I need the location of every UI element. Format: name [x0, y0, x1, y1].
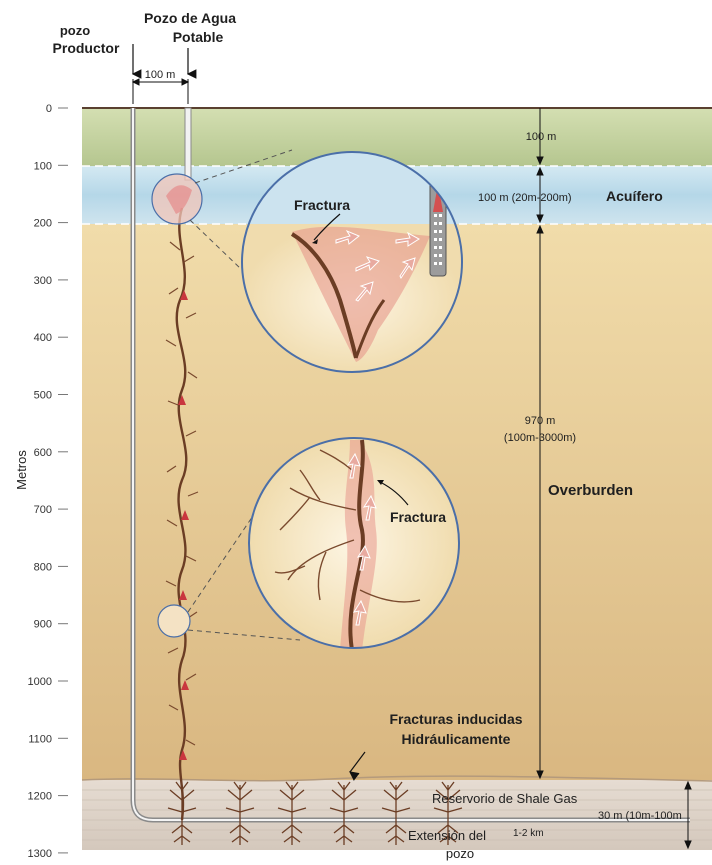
depth-tick-label: 500	[34, 390, 52, 402]
depth-tick-label: 400	[34, 332, 52, 344]
overburden-detail-source	[158, 605, 190, 637]
depth-tick-label: 600	[34, 447, 52, 459]
spacing-label: 100 m	[145, 69, 176, 81]
depth-tick-label: 0	[46, 103, 52, 115]
depth-axis: 0 100 200 300 400 500 600 700 800 900 1000 1100 1200…	[28, 103, 68, 860]
extension-km-label: 1-2 km	[513, 828, 544, 839]
y-axis-title: Metros	[14, 450, 29, 490]
extension-label-line1: Extensión del	[408, 828, 486, 843]
depth-tick-label: 700	[34, 504, 52, 516]
depth-tick-label: 200	[34, 218, 52, 230]
reservoir-thickness-label: 30 m (10m-100m	[598, 810, 682, 822]
overburden-thickness-line2: (100m-3000m)	[504, 432, 576, 444]
depth-tick-label: 100	[34, 160, 52, 172]
depth-tick-label: 1200	[28, 791, 52, 803]
depth-tick-label: 1100	[28, 733, 52, 745]
aquifer-thickness-label: 100 m (20m-200m)	[478, 192, 572, 204]
extension-label-line2: pozo	[446, 846, 474, 861]
surface-layer	[82, 108, 712, 166]
induced-fractures-line1: Fracturas inducidas	[389, 711, 522, 727]
fracture-label-lower: Fractura	[390, 509, 446, 525]
depth-tick-label: 900	[34, 619, 52, 631]
depth-tick-label: 300	[34, 275, 52, 287]
producer-well-label-line1: pozo	[60, 23, 90, 38]
fracture-label-upper: Fractura	[294, 197, 350, 213]
water-well	[185, 108, 191, 180]
overburden-name-label: Overburden	[548, 482, 633, 499]
top-thickness-label: 100 m	[526, 131, 557, 143]
overburden-thickness-line1: 970 m	[525, 415, 556, 427]
aquifer-name-label: Acuífero	[606, 188, 663, 204]
depth-tick-label: 1000	[28, 676, 52, 688]
depth-tick-label: 800	[34, 561, 52, 573]
reservoir-name-label: Reservorio de Shale Gas	[432, 791, 578, 806]
water-well-label-line2: Potable	[173, 29, 224, 45]
water-well-label-line1: Pozo de Agua	[144, 10, 236, 26]
producer-well-label-line2: Productor	[53, 40, 120, 56]
induced-fractures-line2: Hidráulicamente	[402, 731, 511, 747]
aquifer-callout: Fractura	[242, 152, 462, 374]
spacing-dimension	[133, 79, 188, 104]
depth-tick-label: 1300	[28, 848, 52, 860]
overburden-callout: Fractura	[249, 438, 459, 650]
